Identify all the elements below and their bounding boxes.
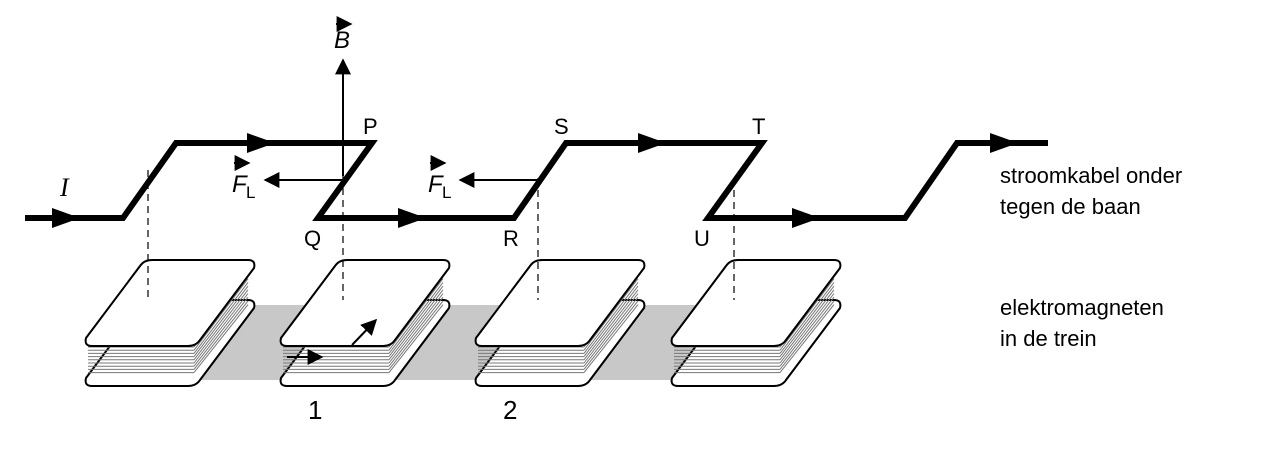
point-label-p: P	[363, 114, 378, 139]
svg-text:F: F	[232, 171, 248, 198]
magnets-caption-line2: in de trein	[1000, 326, 1097, 351]
magnets-caption-line1: elektromagneten	[1000, 295, 1164, 320]
force-label-2: F L	[428, 155, 451, 202]
coil-current-arrows	[287, 318, 378, 365]
cable-arrowheads	[52, 133, 1018, 228]
magnet-number-1: 1	[308, 395, 322, 425]
point-label-t: T	[752, 114, 765, 139]
current-cable	[25, 140, 1048, 221]
b-field-label: B	[334, 16, 353, 54]
electromagnet-2	[279, 259, 451, 387]
electromagnet-4	[670, 259, 842, 387]
svg-text:F: F	[428, 171, 444, 198]
svg-text:L: L	[246, 183, 255, 202]
svg-text:L: L	[442, 183, 451, 202]
svg-text:B: B	[334, 27, 350, 54]
projection-lines	[147, 170, 735, 300]
electromagnet-1	[84, 259, 256, 387]
point-label-u: U	[694, 226, 710, 251]
train-body	[150, 305, 750, 380]
cable-caption-line2: tegen de baan	[1000, 194, 1141, 219]
point-label-q: Q	[304, 226, 321, 251]
cable-caption-line1: stroomkabel onder	[1000, 163, 1182, 188]
force-label-1: F L	[232, 155, 255, 202]
electromagnet-3	[474, 259, 646, 387]
electromagnets	[84, 259, 842, 387]
point-label-r: R	[503, 226, 519, 251]
magnet-number-2: 2	[503, 395, 517, 425]
current-label: I	[59, 173, 70, 202]
point-label-s: S	[554, 114, 569, 139]
